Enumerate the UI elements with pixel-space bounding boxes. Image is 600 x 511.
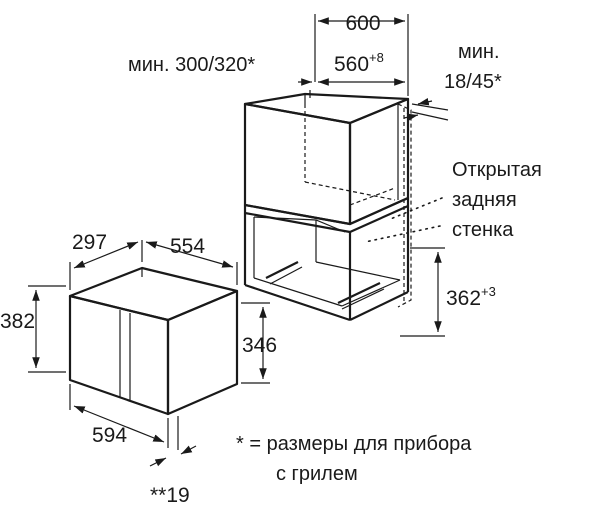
gap-min-label-line2: 18/45* xyxy=(444,71,502,93)
gap-min-label-line1: мин. xyxy=(458,41,500,63)
cabinet-width-label: 600 xyxy=(345,12,380,35)
cabinet-depth-label: 560+8 xyxy=(334,50,384,76)
appliance-height-label: 382 xyxy=(0,310,35,333)
min-clearance-label: мин. 300/320* xyxy=(128,54,255,76)
grill-note-line1: * = размеры для прибора xyxy=(236,433,472,455)
appliance-width-top-label: 554 xyxy=(170,235,205,258)
open-back-label-line3: стенка xyxy=(452,219,514,241)
open-back-label-line2: задняя xyxy=(452,189,517,211)
wall-cabinet xyxy=(243,90,412,322)
appliance-dimensions xyxy=(28,240,270,467)
appliance-depth-label: 297 xyxy=(72,231,107,254)
appliance-box xyxy=(68,266,239,416)
grill-note-line2: с грилем xyxy=(276,463,358,485)
appliance-offset-label: **19 xyxy=(150,484,190,507)
appliance-front-height-label: 346 xyxy=(242,334,277,357)
appliance-width-label: 594 xyxy=(92,424,127,447)
cabinet-height-label: 362+3 xyxy=(446,284,496,310)
cabinet-dimensions xyxy=(298,14,449,337)
open-back-label-line1: Открытая xyxy=(452,159,542,181)
